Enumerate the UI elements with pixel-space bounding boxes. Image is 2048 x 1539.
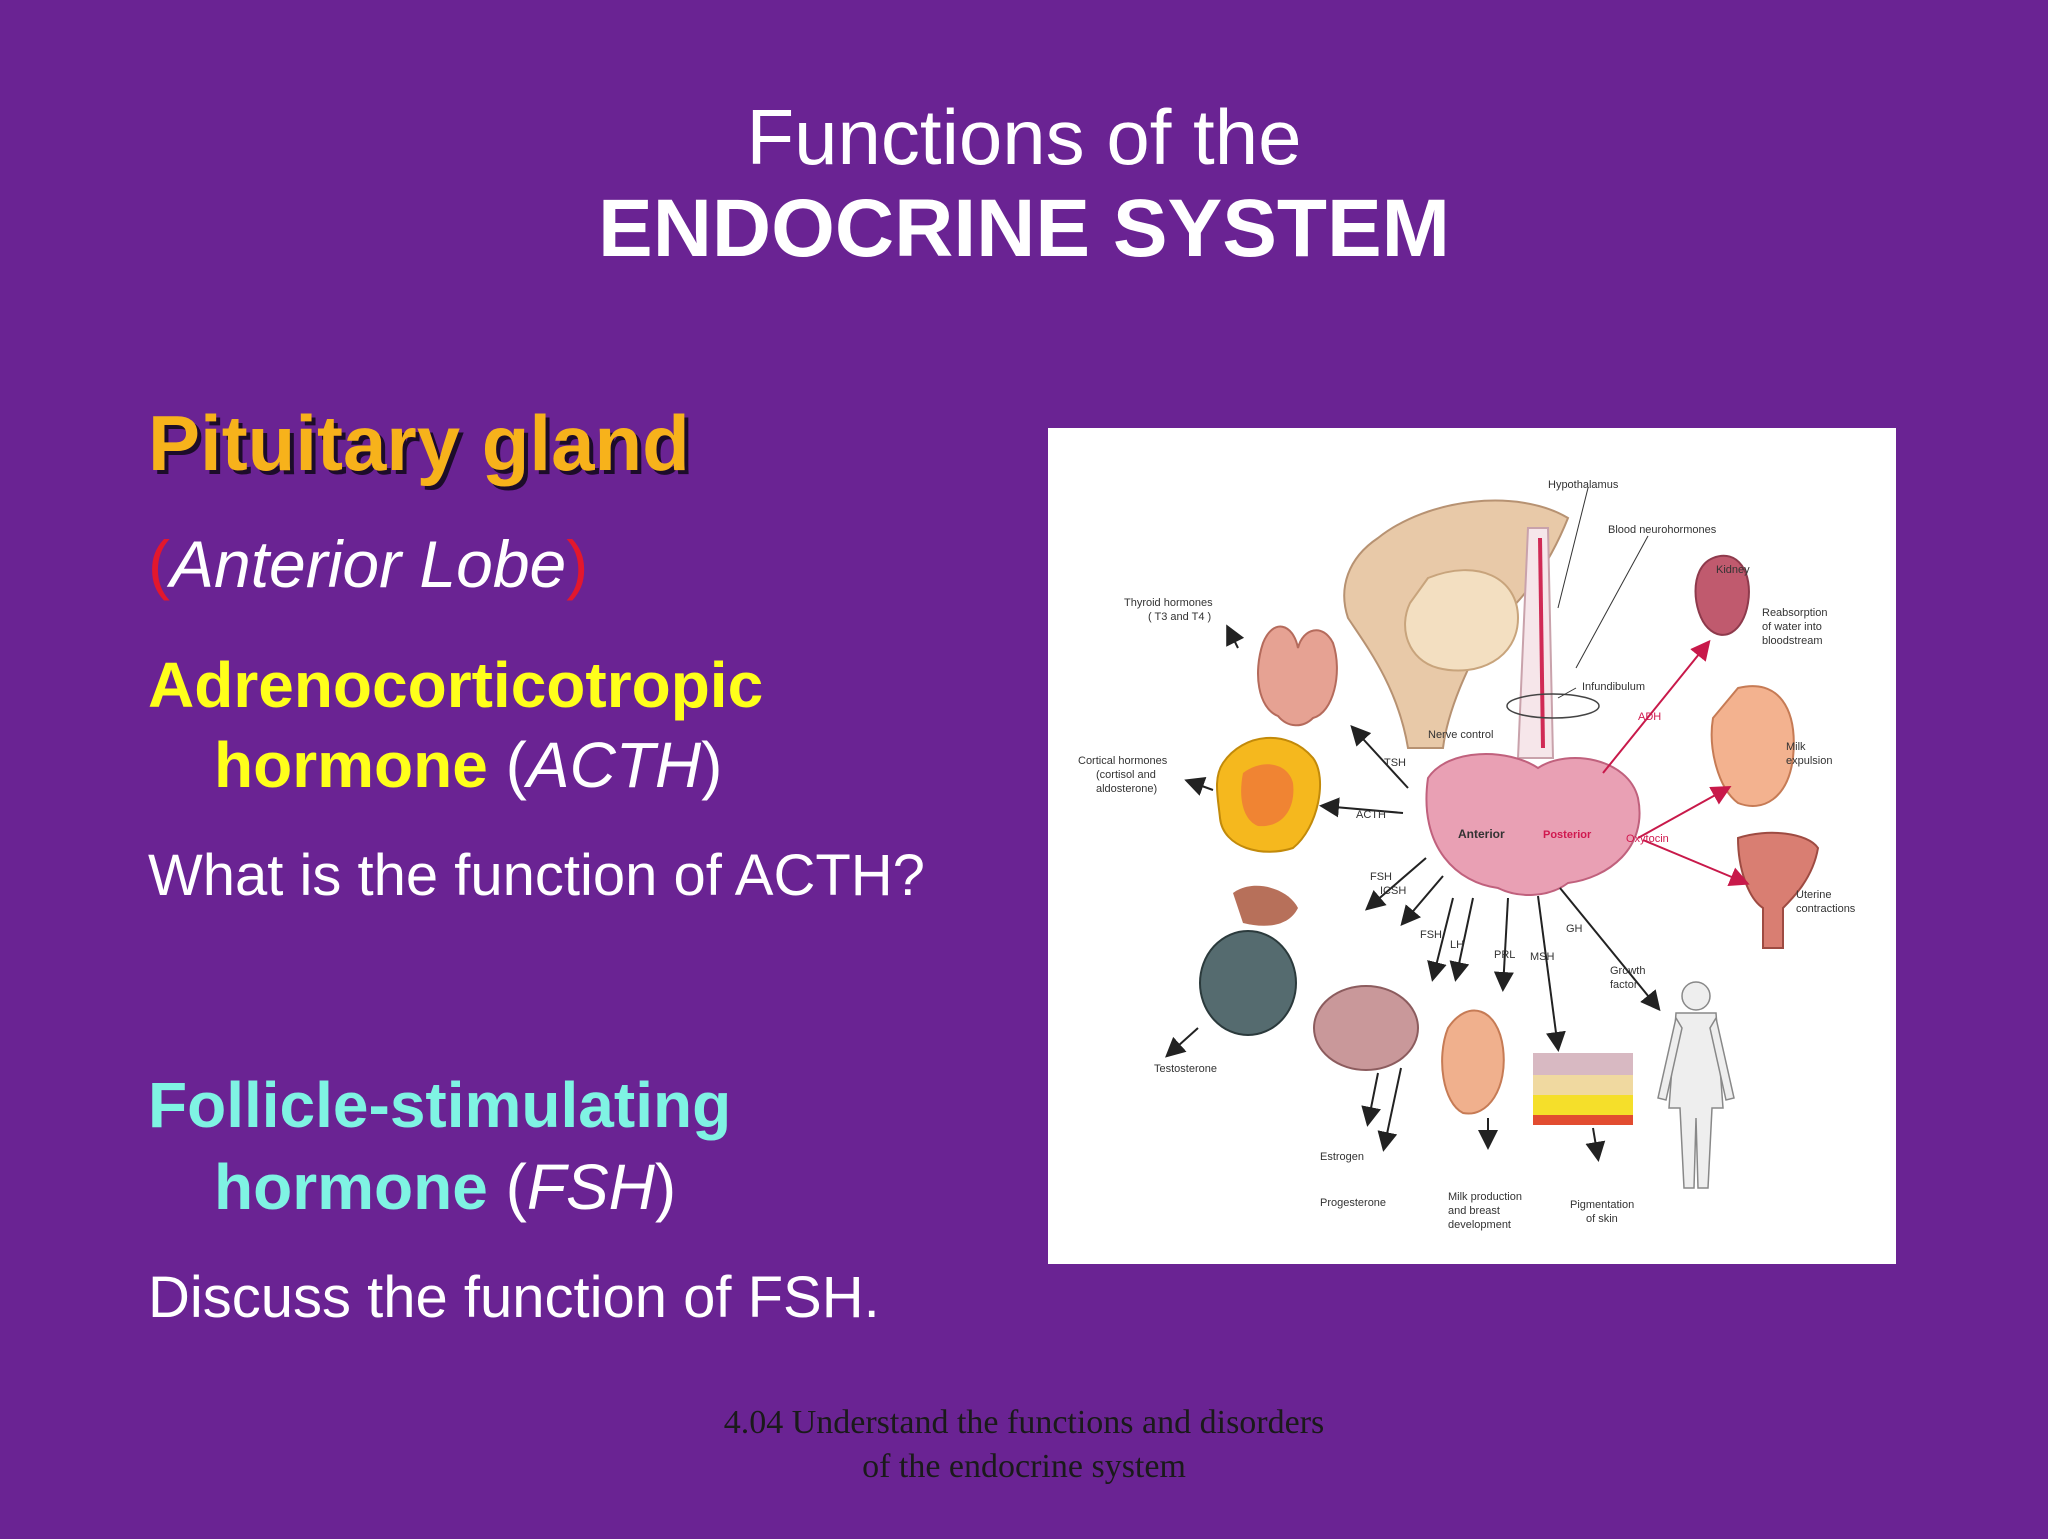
gh-label: GH <box>1566 923 1583 935</box>
fsh-open-paren: ( <box>487 1151 527 1223</box>
neuro-vessel <box>1538 537 1545 749</box>
fsh-name-line-2: hormone (FSH) <box>214 1150 676 1224</box>
msh-label: MSH <box>1530 951 1555 963</box>
nerve-control-ring <box>1506 693 1600 719</box>
skin-layer-3 <box>1533 1095 1633 1115</box>
anterior-label: Anterior <box>1458 827 1505 841</box>
reabsorption-label-2: of water into <box>1762 621 1822 633</box>
breast-upper-shape <box>1710 685 1795 807</box>
lobe-open-paren: ( <box>148 527 170 601</box>
testis-shape <box>1199 930 1297 1036</box>
testosterone-label: Testosterone <box>1154 1063 1217 1075</box>
title-line-2: ENDOCRINE SYSTEM <box>598 183 1450 274</box>
posterior-label: Posterior <box>1543 829 1592 841</box>
acth-close-paren: ) <box>701 729 723 801</box>
fsh-close-paren: ) <box>654 1151 677 1223</box>
fsh-label-a: FSH <box>1370 871 1392 883</box>
cortical-label-3: aldosterone) <box>1096 783 1157 795</box>
question-acth: What is the function of ACTH? <box>148 843 925 908</box>
fsh-abbreviation: FSH <box>526 1151 655 1223</box>
reabsorption-label-1: Reabsorption <box>1762 607 1827 619</box>
kidney-shape <box>1694 554 1750 636</box>
brain-lobe-shape <box>1404 569 1520 672</box>
fsh-name-line-1: Follicle-stimulating <box>148 1069 732 1141</box>
milk-production-label-2: and breast <box>1448 1205 1500 1217</box>
growth-factor-label-2: factor <box>1610 979 1638 991</box>
oxytocin-label: Oxytocin <box>1626 833 1669 845</box>
hormone-arrows <box>1165 624 1661 1162</box>
pigmentation-label-1: Pigmentation <box>1570 1199 1634 1211</box>
posterior-arrows <box>1602 639 1750 887</box>
cortical-label-2: (cortisol and <box>1096 769 1156 781</box>
diagram-svg: Anterior Posterior <box>1078 479 1856 1231</box>
pituitary-heading: Pituitary gland <box>148 399 690 487</box>
footer-line-2: of the endocrine system <box>862 1448 1186 1485</box>
pituitary-gland-shape <box>1425 753 1641 896</box>
human-figure <box>1657 981 1735 1189</box>
acth-abbreviation: ACTH <box>526 729 702 801</box>
milk-expulsion-label-1: Milk <box>1786 741 1806 753</box>
estrogen-label: Estrogen <box>1320 1151 1364 1163</box>
fsh-hormone-word: hormone <box>214 1151 488 1223</box>
footer-line-1: 4.04 Understand the functions and disord… <box>723 1404 1325 1441</box>
acth-open-paren: ( <box>487 729 527 801</box>
hypothalamus-label: Hypothalamus <box>1548 479 1619 491</box>
question-fsh: Discuss the function of FSH. <box>148 1265 880 1330</box>
blood-neurohormones-label: Blood neurohormones <box>1608 524 1717 536</box>
progesterone-label: Progesterone <box>1320 1197 1386 1209</box>
thyroid-shape <box>1257 625 1338 727</box>
skin-layer-4 <box>1533 1115 1633 1125</box>
nerve-control-label: Nerve control <box>1428 729 1493 741</box>
lobe-close-paren: ) <box>566 527 589 601</box>
lh-label: LH <box>1450 939 1464 951</box>
uterine-label-2: contractions <box>1796 903 1856 915</box>
infundibulum-label: Infundibulum <box>1582 681 1645 693</box>
acth-label: ACTH <box>1356 809 1386 821</box>
skin-layer-2 <box>1533 1075 1633 1095</box>
leader-lines <box>1557 487 1649 699</box>
title-line-1: Functions of the <box>746 93 1302 181</box>
breast-lower-shape <box>1441 1009 1505 1115</box>
epididymis-shape <box>1233 885 1298 926</box>
acth-hormone-word: hormone <box>214 729 488 801</box>
milk-expulsion-label-2: expulsion <box>1786 755 1832 767</box>
kidney-label: Kidney <box>1716 564 1750 576</box>
icsh-label: ICSH <box>1380 885 1406 897</box>
thyroid-label-2: ( T3 and T4 ) <box>1148 611 1211 623</box>
acth-name-line-1: Adrenocorticotropic <box>148 649 764 721</box>
prl-label: PRL <box>1494 949 1515 961</box>
acth-name-line-2: hormone (ACTH) <box>214 728 722 802</box>
fsh-label-b: FSH <box>1420 929 1442 941</box>
thyroid-label-1: Thyroid hormones <box>1124 597 1213 609</box>
milk-production-label-1: Milk production <box>1448 1191 1522 1203</box>
milk-production-label-3: development <box>1448 1219 1511 1231</box>
pituitary-hormone-diagram: Anterior Posterior <box>1048 428 1896 1264</box>
lobe-text: Anterior Lobe <box>169 527 567 601</box>
ovary-shape <box>1313 985 1419 1071</box>
reabsorption-label-3: bloodstream <box>1762 635 1823 647</box>
growth-factor-label-1: Growth <box>1610 965 1645 977</box>
adh-label: ADH <box>1638 711 1661 723</box>
tsh-label: TSH <box>1384 757 1406 769</box>
skin-layer-1 <box>1533 1053 1633 1075</box>
cortical-label-1: Cortical hormones <box>1078 755 1168 767</box>
pigmentation-label-2: of skin <box>1586 1213 1618 1225</box>
adrenal-cortex <box>1241 764 1294 827</box>
anterior-lobe-line: (Anterior Lobe) <box>148 526 588 602</box>
uterine-label-1: Uterine <box>1796 889 1831 901</box>
